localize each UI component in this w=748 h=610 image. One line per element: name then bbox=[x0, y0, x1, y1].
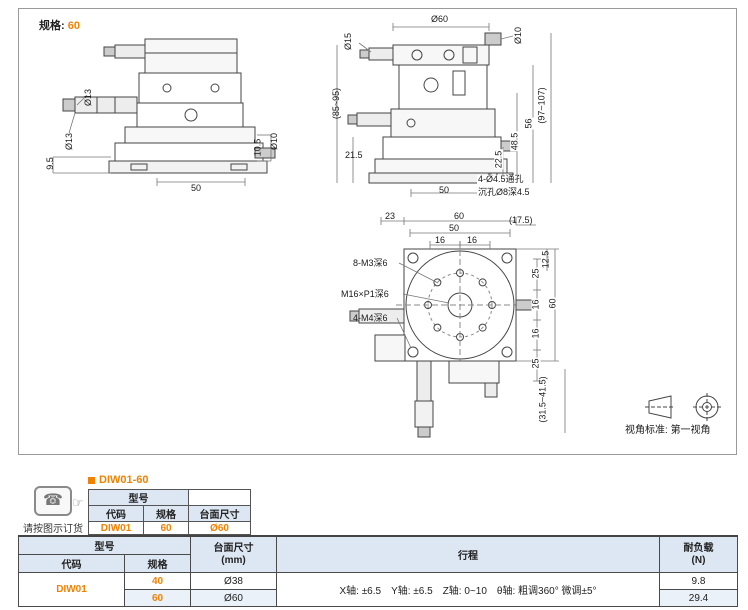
dim-front-50: 50 bbox=[191, 183, 202, 193]
pointer-icon: ☞ bbox=[72, 495, 84, 510]
view-standard-note: 视角标准: 第一视角 bbox=[625, 421, 711, 436]
spec-header-size-line2: (mm) bbox=[221, 554, 246, 566]
order-value-spec: 60 bbox=[143, 521, 189, 535]
dim-top-17-5: (17.5) bbox=[509, 215, 533, 225]
dim-top-16-left: 16 bbox=[435, 235, 446, 245]
top-view bbox=[349, 241, 535, 438]
spec-header-size: 台面尺寸 (mm) bbox=[190, 535, 277, 573]
dim-top-60: 60 bbox=[454, 211, 465, 221]
dim-side-21-5: 21.5 bbox=[345, 150, 363, 160]
product-code: DIW01-60 bbox=[99, 474, 149, 486]
dim-front-10-5: 10.5 bbox=[252, 138, 263, 157]
dim-top-23: 23 bbox=[385, 211, 396, 221]
spec-value-code: DIW01 bbox=[18, 572, 125, 607]
order-note: 请按图示订货 bbox=[23, 524, 83, 535]
dim-front-dia10: Ø10 bbox=[269, 132, 280, 151]
dim-front-dia13-upper: Ø13 bbox=[83, 88, 94, 107]
technical-drawing bbox=[52, 23, 721, 438]
dim-top-right-16-top: 16 bbox=[530, 298, 541, 311]
note-thread-4-m4: 4-M4深6 bbox=[353, 313, 388, 323]
dim-side-dia15: Ø15 bbox=[343, 32, 354, 51]
order-header-size: 台面尺寸 bbox=[188, 505, 251, 522]
front-view bbox=[62, 38, 276, 174]
dim-side-dia60: Ø60 bbox=[431, 14, 449, 24]
spec-label: 规格: bbox=[39, 20, 65, 32]
note-thread-m16: M16×P1深6 bbox=[341, 289, 389, 299]
order-header-model: 型号 bbox=[88, 489, 189, 506]
first-angle-projection-icon bbox=[645, 393, 721, 421]
dim-front-9-5: 9.5 bbox=[44, 157, 55, 170]
view-standard-value: 第一视角 bbox=[670, 425, 711, 436]
dim-top-50: 50 bbox=[449, 223, 460, 233]
spec-value-size-38: Ø38 bbox=[190, 572, 277, 590]
spec-header-model: 型号 bbox=[18, 535, 191, 555]
order-table-row-values: DIW01 60 Ø60 bbox=[88, 521, 251, 535]
order-header-spec: 规格 bbox=[143, 505, 189, 522]
dim-side-range-85-95: (85~95) bbox=[331, 87, 342, 120]
spec-data-row-1: DIW01 40 Ø38 X轴: ±6.5 Y轴: ±6.5 Z轴: 0~10 … bbox=[18, 572, 738, 607]
dim-top-right-16-bottom: 16 bbox=[530, 327, 541, 340]
spec-header-load: 耐负载 (N) bbox=[659, 535, 738, 573]
spec-tag: 规格: 60 bbox=[39, 17, 80, 33]
note-side-counterbore: 沉孔Ø8深4.5 bbox=[477, 187, 531, 197]
dim-side-48-5: 48.5 bbox=[509, 131, 520, 152]
dim-top-16-right: 16 bbox=[467, 235, 478, 245]
spec-value-load-2: 29.4 bbox=[659, 589, 738, 607]
order-contact: ☎ ☞ 请按图示订货 bbox=[10, 486, 96, 535]
spec-value-spec-40: 40 bbox=[124, 572, 191, 590]
order-header-code: 代码 bbox=[88, 505, 144, 522]
note-side-through-hole: 4-Ø4.5通孔 bbox=[477, 174, 525, 184]
spec-header-travel: 行程 bbox=[276, 535, 660, 573]
dim-top-12-5: 12.5 bbox=[540, 250, 551, 269]
order-table-row-headers: 代码 规格 台面尺寸 bbox=[88, 505, 251, 522]
spec-value-spec-60: 60 bbox=[124, 589, 191, 607]
view-standard-label: 视角标准: bbox=[625, 425, 668, 436]
note-thread-8-m3: 8-M3深6 bbox=[353, 258, 388, 268]
dim-top-right-25-top: 25 bbox=[530, 267, 541, 280]
order-table: 型号 代码 规格 台面尺寸 DIW01 60 Ø60 bbox=[88, 489, 251, 535]
phone-icon: ☎ bbox=[34, 486, 72, 516]
order-block: DIW01-60 型号 代码 规格 台面尺寸 DIW01 60 Ø60 bbox=[88, 474, 251, 535]
spec-header-row-1: 型号 台面尺寸 (mm) 行程 耐负载 (N) bbox=[18, 535, 738, 573]
spec-header-code: 代码 bbox=[18, 554, 125, 573]
dim-side-22-5: 22.5 bbox=[493, 149, 504, 170]
bullet-square-icon bbox=[88, 476, 95, 484]
dim-side-range-97-107: (97~107) bbox=[536, 87, 547, 124]
dim-top-right-25-bottom: 25 bbox=[530, 357, 541, 370]
dim-side-50: 50 bbox=[439, 185, 450, 195]
order-value-code: DIW01 bbox=[88, 521, 144, 535]
order-header-empty bbox=[188, 489, 251, 506]
spec-data-row-2: 60 Ø60 29.4 bbox=[19, 589, 738, 607]
spec-header-size-line1: 台面尺寸 bbox=[213, 542, 254, 554]
front-dimension-lines bbox=[52, 94, 272, 186]
dim-side-56: 56 bbox=[523, 117, 534, 130]
dim-top-right-60: 60 bbox=[547, 297, 558, 310]
spec-value-load-1: 9.8 bbox=[659, 572, 738, 590]
order-value-size: Ø60 bbox=[188, 521, 251, 535]
spec-value-size-60: Ø60 bbox=[190, 589, 277, 607]
dim-side-dia10: Ø10 bbox=[513, 26, 524, 45]
order-table-row-model: 型号 bbox=[88, 489, 251, 506]
dim-front-dia13-lower: Ø13 bbox=[64, 132, 75, 151]
spec-header-load-line2: (N) bbox=[691, 554, 706, 566]
spec-header-spec: 规格 bbox=[124, 554, 191, 573]
spec-table: 型号 台面尺寸 (mm) 行程 耐负载 (N) 代码 规格 DIW01 40 Ø… bbox=[18, 535, 738, 607]
drawing-panel: 规格: 60 Ø13 Ø13 9.5 50 10.5 Ø10 Ø15 Ø60 Ø… bbox=[18, 8, 737, 455]
side-view bbox=[347, 32, 518, 184]
dim-top-range-31-5-41-5: (31.5~41.5) bbox=[537, 376, 548, 423]
spec-value-travel: X轴: ±6.5 Y轴: ±6.5 Z轴: 0~10 θ轴: 粗调360° 微调… bbox=[276, 572, 660, 607]
spec-header-load-line1: 耐负载 bbox=[683, 542, 714, 554]
spec-value: 60 bbox=[67, 20, 80, 32]
product-code-line: DIW01-60 bbox=[88, 474, 251, 486]
